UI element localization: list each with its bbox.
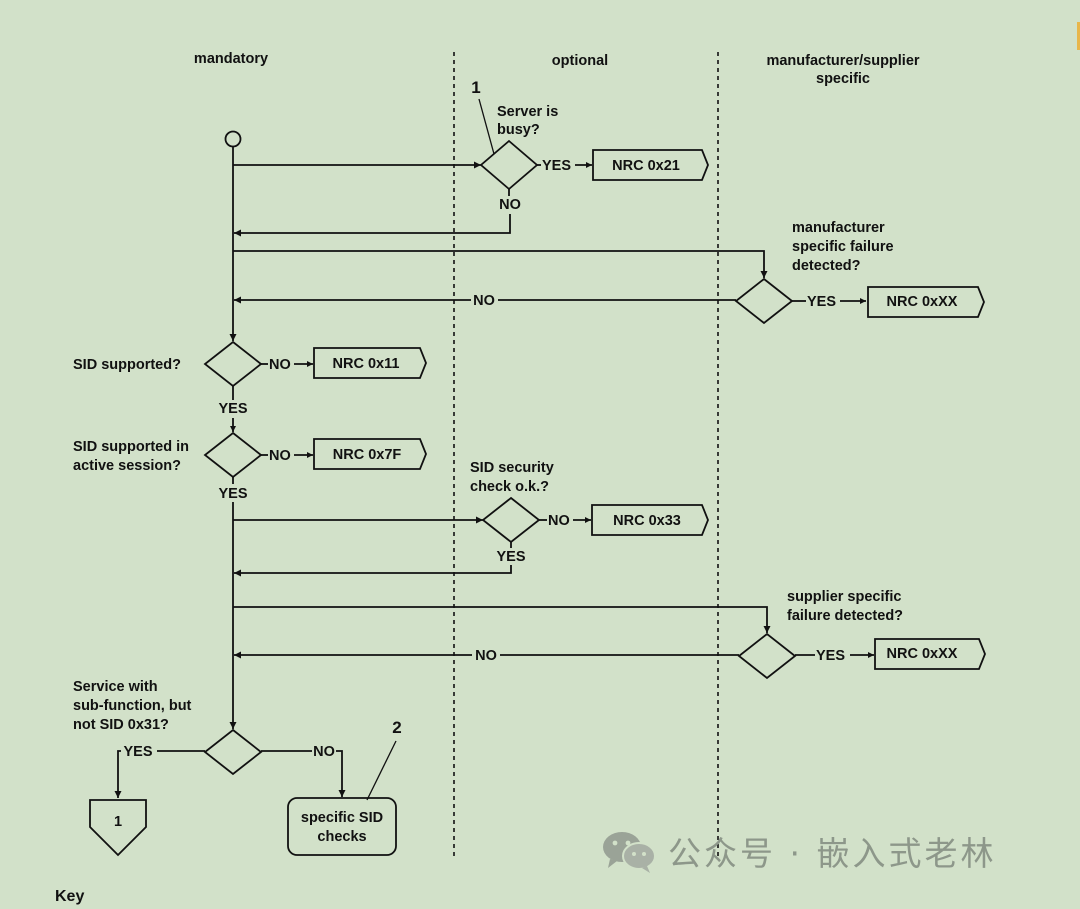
nrc-box-0x7f-label: NRC 0x7F (333, 447, 402, 463)
decision-sid-supported-label: SID supported? (73, 357, 181, 373)
edge-label-yes-sid-security: YES (496, 549, 525, 565)
nrc-box-0x11 (313, 347, 427, 379)
specific-sid-checks-label-2: checks (317, 829, 366, 845)
page-edge-marker (1077, 22, 1080, 50)
column-header-mandatory: mandatory (194, 51, 268, 67)
nrc-box-0x21-label: NRC 0x21 (612, 158, 680, 174)
edge-label-no-server-busy: NO (499, 197, 521, 213)
offpage-connector-1-label: 1 (114, 814, 122, 830)
edge-label-no-manufacturer: NO (473, 293, 495, 309)
callout-2-leader (366, 740, 397, 801)
decision-manufacturer-label-1: manufacturer (792, 220, 885, 236)
edge-label-yes-subfunction: YES (123, 744, 152, 760)
decision-supplier-label-2: failure detected? (787, 608, 903, 624)
offpage-connector-1 (89, 799, 147, 857)
specific-sid-checks-label-1: specific SID (301, 810, 383, 826)
key-label: Key (55, 888, 84, 905)
start-node (224, 130, 242, 148)
decision-supplier-label-1: supplier specific (787, 589, 901, 605)
decision-sid-active-session (203, 431, 263, 479)
nrc-box-0x33 (591, 504, 709, 536)
callout-2: 2 (392, 718, 401, 737)
edge-label-yes-server-busy: YES (542, 158, 571, 174)
column-header-manufacturer: manufacturer/supplier (766, 53, 919, 69)
edge-label-no-sid-security: NO (548, 513, 570, 529)
decision-subfunction (203, 728, 263, 776)
edge-label-yes-sid-supported: YES (218, 401, 247, 417)
edge-label-no-supplier: NO (475, 648, 497, 664)
nrc-box-0xxx-manufacturer-label: NRC 0xXX (887, 294, 958, 310)
edge-subfunction-yes-b (114, 750, 122, 798)
column-header-manufacturer-specific: specific (816, 71, 870, 87)
decision-sid-security-label-1: SID security (470, 460, 554, 476)
decision-manufacturer-failure (734, 277, 794, 325)
nrc-box-0x7f (313, 438, 427, 470)
nrc-box-0xxx-manufacturer (867, 286, 985, 318)
watermark-text: 公众号 · 嵌入式老林 (668, 834, 997, 873)
decision-subfunction-label-1: Service with (73, 679, 158, 695)
decision-subfunction-label-2: sub-function, but (73, 698, 192, 714)
decision-sid-security-label-2: check o.k.? (470, 479, 549, 495)
decision-server-busy-label-1: Server is (497, 104, 558, 120)
nrc-box-0x11-label: NRC 0x11 (333, 356, 400, 372)
decision-sid-active-label-2: active session? (73, 458, 181, 474)
edge-label-no-sid-active: NO (269, 448, 291, 464)
edge-label-yes-manufacturer: YES (807, 294, 836, 310)
edge-subfunction-no-b (336, 750, 346, 797)
edge-label-no-sid-supported: NO (269, 357, 291, 373)
edge-label-yes-supplier: YES (816, 648, 845, 664)
edge-server-busy-return (234, 214, 511, 237)
wechat-icon (603, 832, 656, 873)
watermark: 公众号 · 嵌入式老林 (600, 826, 996, 876)
decision-server-busy (479, 139, 539, 191)
edge-label-no-subfunction: NO (313, 744, 335, 760)
decision-sid-active-label-1: SID supported in (73, 439, 189, 455)
decision-manufacturer-label-2: specific failure (792, 239, 894, 255)
edge-sid-security-return (234, 565, 512, 577)
callout-1-leader (478, 98, 495, 155)
decision-subfunction-label-3: not SID 0x31? (73, 717, 169, 733)
edge-to-manufacturer-failure (233, 250, 768, 278)
decision-manufacturer-label-3: detected? (792, 258, 861, 274)
nrc-box-0x33-label: NRC 0x33 (613, 513, 681, 529)
decision-sid-security (481, 496, 541, 544)
edge-label-yes-sid-active: YES (218, 486, 247, 502)
decision-supplier-failure (737, 632, 797, 680)
nrc-box-0xxx-supplier (874, 638, 986, 670)
nrc-box-0x21 (592, 149, 709, 181)
column-header-optional: optional (552, 53, 608, 69)
decision-sid-supported (203, 340, 263, 388)
decision-server-busy-label-2: busy? (497, 122, 540, 138)
edge-to-supplier-failure (233, 606, 771, 633)
nrc-box-0xxx-supplier-label: NRC 0xXX (887, 646, 958, 662)
specific-sid-checks-box (287, 797, 397, 856)
callout-1: 1 (471, 78, 480, 97)
